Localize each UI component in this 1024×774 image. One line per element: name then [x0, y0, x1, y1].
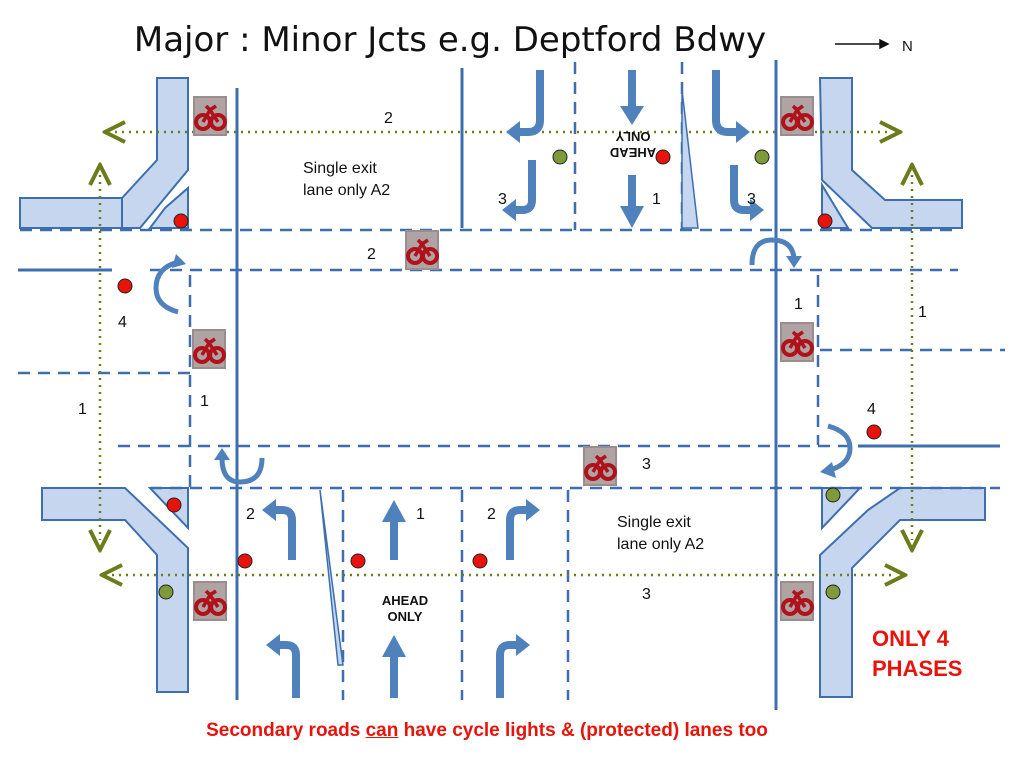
- red-signal-icon: [117, 278, 133, 294]
- phase-label: 1: [794, 296, 803, 313]
- bicycle-icon: [191, 579, 229, 623]
- ahead-line: ONLY: [615, 129, 651, 144]
- note-line: lane only A2: [303, 182, 391, 199]
- crossings: [100, 132, 912, 575]
- ahead-line: AHEAD: [381, 593, 429, 608]
- phase-label: 1: [416, 506, 425, 523]
- arrow-top-left-small: [514, 160, 536, 214]
- page-title: Major : Minor Jcts e.g. Deptford Bdwy: [133, 20, 767, 60]
- island-bottom-left: [41, 487, 189, 693]
- phase-label: 3: [498, 191, 507, 208]
- arrow-top-right-small: [730, 165, 752, 214]
- phase-label: 4: [867, 401, 876, 418]
- u-turn-arrows: [153, 237, 853, 485]
- footer-emphasis: can: [365, 720, 399, 741]
- green-signal-icon: [552, 149, 568, 165]
- arrow-bottom-right-turn-2: [496, 641, 518, 698]
- phase-label: 1: [78, 401, 87, 418]
- phase-label: 3: [747, 191, 756, 208]
- island-top-right: [818, 77, 963, 229]
- ahead-line: ONLY: [387, 609, 423, 624]
- uturn-bottom-left: [219, 457, 265, 485]
- phases-note: ONLY 4 PHASES: [872, 624, 992, 684]
- taper-top: [681, 89, 699, 229]
- phase-label: 2: [246, 506, 255, 523]
- bicycle-icon: [778, 320, 816, 364]
- taper-bottom: [319, 489, 344, 666]
- red-signal-icon: [166, 497, 182, 513]
- red-signal-icon: [472, 553, 488, 569]
- ahead-only-bottom: AHEAD ONLY: [360, 593, 450, 625]
- phases-line: ONLY 4: [872, 626, 950, 651]
- green-signal-icon: [158, 584, 174, 600]
- note-single-exit-bottom: Single exit lane only A2: [617, 512, 704, 556]
- bicycle-icon: [778, 94, 816, 138]
- arrow-right-icon: [835, 38, 890, 50]
- bicycle-icon: [190, 327, 228, 371]
- north-letter: N: [902, 38, 913, 55]
- phase-label: 3: [642, 456, 651, 473]
- note-line: Single exit: [303, 160, 377, 177]
- bicycle-icon: [581, 444, 619, 488]
- red-signal-icon: [866, 424, 882, 440]
- footer-after: have cycle lights & (protected) lanes to…: [398, 720, 768, 741]
- uturn-right: [827, 423, 853, 473]
- note-line: lane only A2: [617, 536, 705, 553]
- signal-heads: [117, 149, 882, 600]
- phase-label: 2: [367, 246, 376, 263]
- phase-label: 3: [642, 586, 651, 603]
- phase-label: 4: [118, 314, 127, 331]
- lane-markings: [18, 62, 1005, 700]
- footer-caption: Secondary roads can have cycle lights & …: [0, 720, 974, 742]
- phase-label: 1: [200, 393, 209, 410]
- arrow-top-left-turn: [518, 70, 544, 136]
- note-line: Single exit: [617, 514, 691, 531]
- red-signal-icon: [350, 553, 366, 569]
- ahead-line: AHEAD: [609, 145, 657, 160]
- phase-label: 2: [384, 110, 393, 127]
- green-signal-icon: [754, 149, 770, 165]
- lane-arrows: [262, 70, 764, 698]
- island-top-left: [19, 77, 189, 229]
- green-signal-icon: [825, 487, 841, 503]
- uturn-top-right: [749, 237, 797, 266]
- red-signal-icon: [817, 213, 833, 229]
- bicycle-icon: [191, 94, 229, 138]
- arrow-bottom-left-turn: [274, 506, 296, 560]
- phase-label: 1: [918, 304, 927, 321]
- green-signal-icon: [825, 584, 841, 600]
- arrow-bottom-right-turn: [506, 506, 528, 560]
- phase-label: 2: [487, 506, 496, 523]
- ahead-only-top: AHEAD ONLY: [588, 128, 678, 160]
- phases-line: PHASES: [872, 656, 963, 681]
- red-signal-icon: [655, 149, 671, 165]
- footer-before: Secondary roads: [206, 720, 366, 741]
- traffic-islands: [19, 77, 986, 698]
- arrow-top-right-turn: [712, 70, 738, 136]
- uturn-left: [153, 259, 179, 315]
- phase-label: 1: [652, 191, 661, 208]
- note-single-exit-top: Single exit lane only A2: [303, 158, 390, 202]
- bicycle-icon: [778, 579, 816, 623]
- arrow-bottom-left-turn-2: [278, 641, 300, 698]
- red-signal-icon: [237, 553, 253, 569]
- bicycle-icon: [403, 228, 441, 272]
- island-bottom-right: [819, 487, 986, 698]
- cycle-signals: [190, 94, 816, 623]
- road-edges: [18, 60, 1000, 710]
- red-signal-icon: [173, 213, 189, 229]
